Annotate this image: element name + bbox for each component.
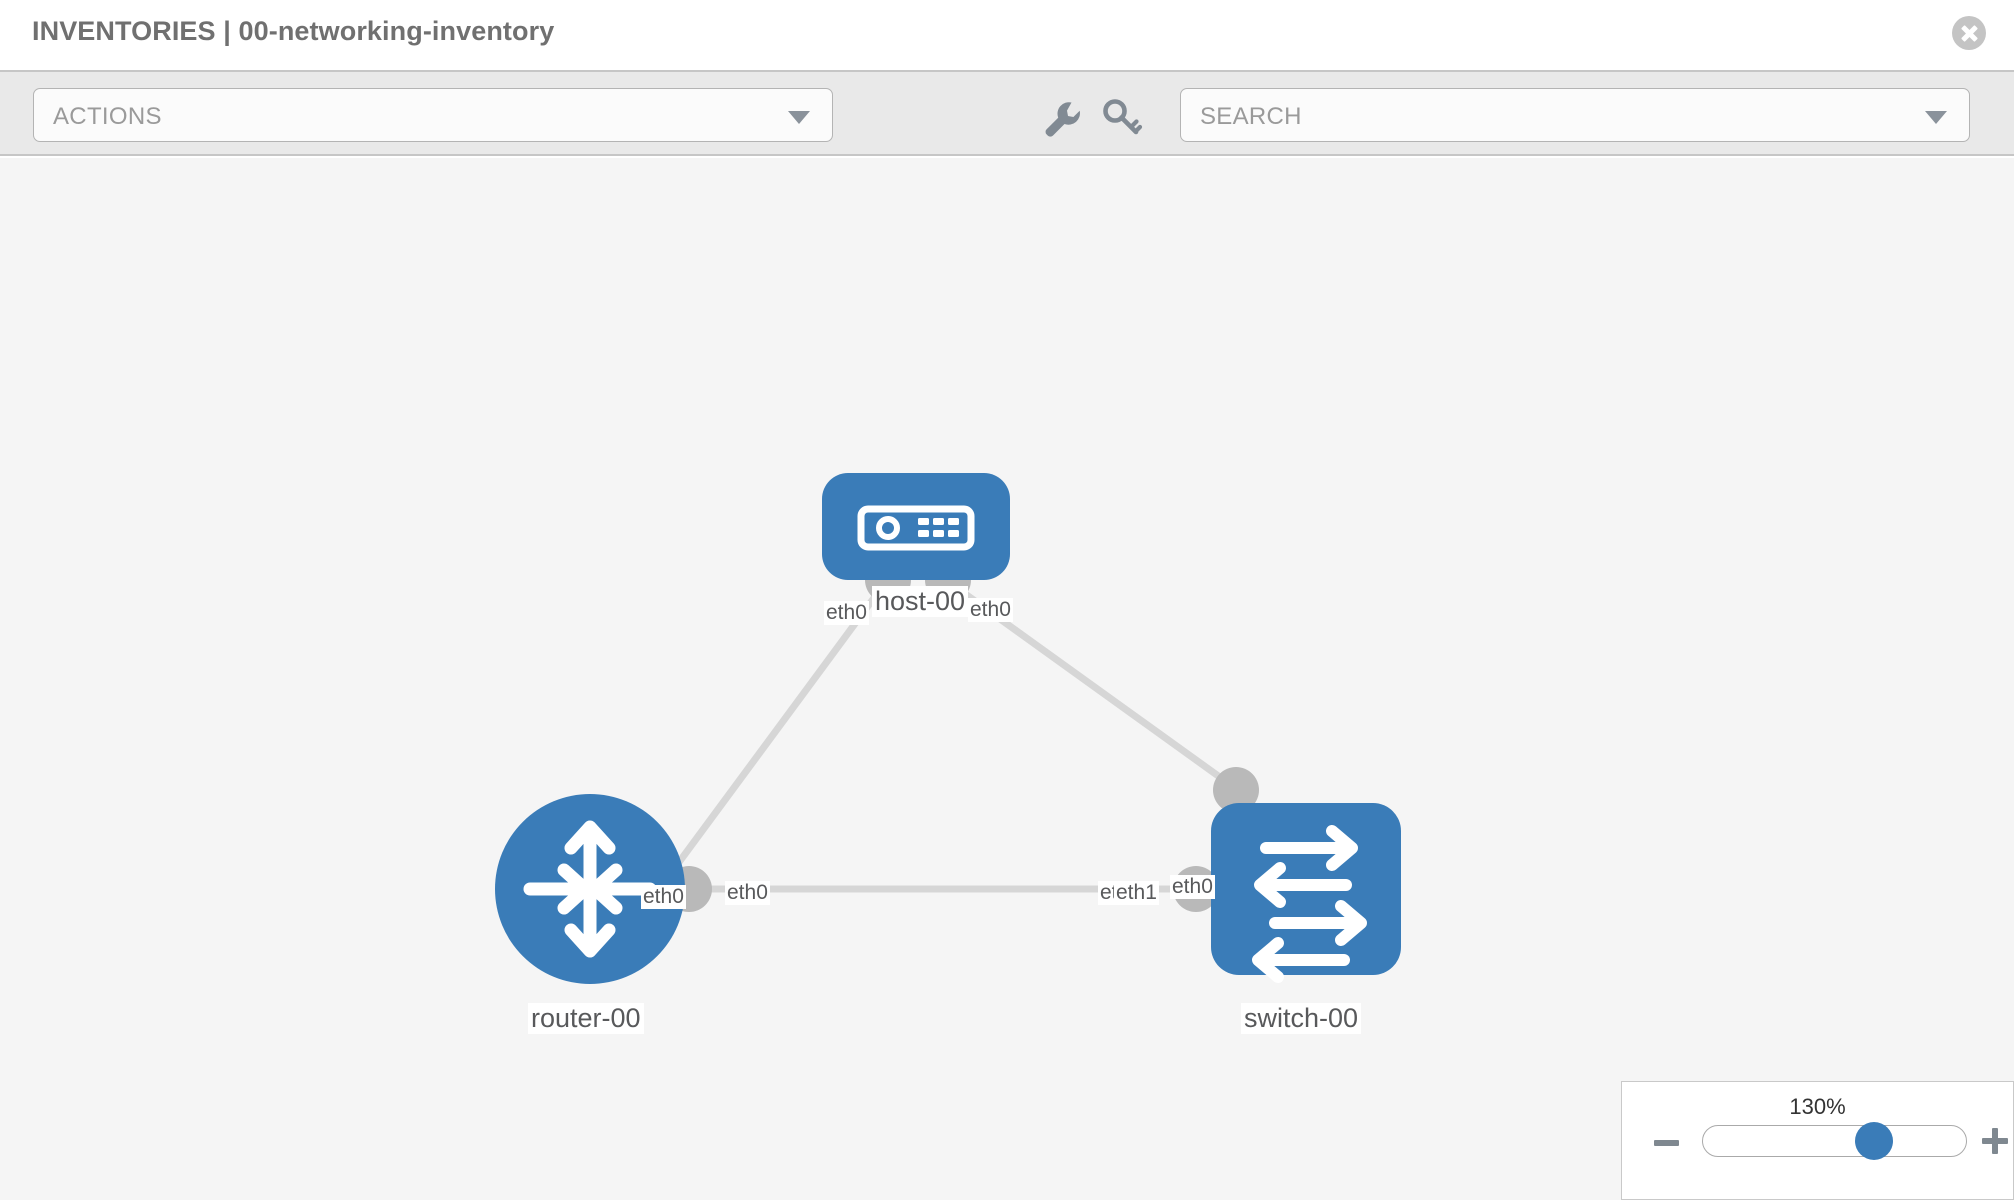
minus-icon[interactable] <box>1654 1140 1679 1146</box>
node-label-router-00: router-00 <box>528 1003 644 1034</box>
key-icon[interactable] <box>1100 96 1144 140</box>
zoom-level-label: 130% <box>1789 1094 1846 1119</box>
plus-stroke-vertical <box>1992 1128 1998 1154</box>
zoom-slider[interactable] <box>1702 1122 1967 1160</box>
port-label-switch-left: eth1 <box>1114 881 1159 905</box>
topology-canvas[interactable]: eth0 host-00 eth0 eth0 eth0 eth0 eth0 et… <box>0 158 2014 1200</box>
node-switch-00[interactable] <box>1211 803 1401 983</box>
port-switch-top <box>1213 767 1259 813</box>
link-line <box>657 580 888 891</box>
node-label-switch-00: switch-00 <box>1241 1003 1362 1034</box>
wrench-icon[interactable] <box>1039 96 1083 140</box>
topology-graph <box>495 473 1401 984</box>
zoom-slider-thumb[interactable] <box>1855 1122 1893 1160</box>
port-label-router-up: eth0 <box>641 885 686 909</box>
page-title: INVENTORIES | 00-networking-inventory <box>32 16 555 46</box>
port-label-router-right: eth0 <box>725 881 770 905</box>
chevron-down-icon <box>1925 111 1947 124</box>
node-router-00[interactable] <box>495 794 685 984</box>
search-placeholder: SEARCH <box>1200 103 1302 130</box>
node-host-00[interactable] <box>822 473 1010 580</box>
zoom-control-panel: 130% <box>1621 1081 2014 1200</box>
toolbar: ACTIONS SEARCH <box>0 70 2014 156</box>
node-label-host-00: host-00 <box>872 586 969 617</box>
port-label-host-right: eth0 <box>968 598 1013 622</box>
search-input[interactable]: SEARCH <box>1180 88 1970 142</box>
actions-dropdown[interactable]: ACTIONS <box>33 88 833 142</box>
actions-dropdown-label: ACTIONS <box>53 103 162 130</box>
page-header: INVENTORIES | 00-networking-inventory <box>0 0 2014 70</box>
close-icon[interactable] <box>1952 16 1986 50</box>
chevron-down-icon <box>788 111 810 124</box>
link-host-router <box>657 580 888 891</box>
port-label-host-left: eth0 <box>824 601 869 625</box>
port-label-switch-up: eth0 <box>1170 875 1215 899</box>
plus-icon[interactable] <box>1982 1128 2008 1154</box>
